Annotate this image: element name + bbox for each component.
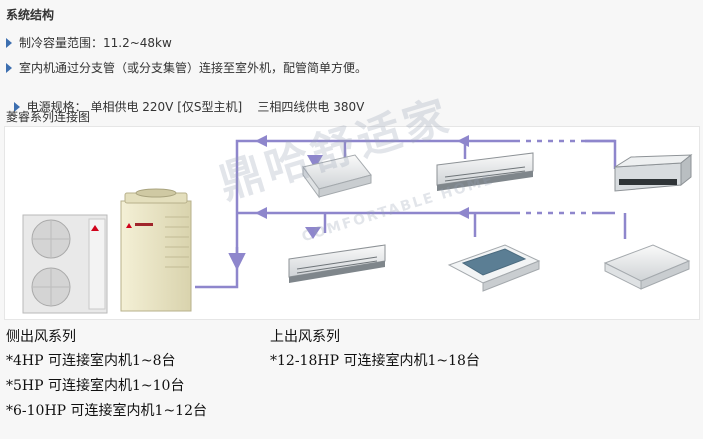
- indoor-unit-ceiling-1: [614, 153, 693, 192]
- bullet-text: 室内机通过分支管（或分支集管）连接至室外机，配管简单方便。: [19, 61, 368, 75]
- diagram-graphic: [22, 135, 693, 314]
- indoor-unit-cassette-1: [302, 154, 372, 199]
- refrigerant-pipes: [195, 139, 627, 289]
- indoor-unit-duct-1: [436, 152, 534, 191]
- pipe-dash: [520, 139, 595, 215]
- outdoor-unit-side-discharge: [22, 214, 108, 314]
- bullet-arrow-icon: [6, 63, 12, 73]
- top-series-title: 上出风系列: [270, 329, 340, 345]
- side-series-line: *5HP 可连接室内机1~10台: [6, 378, 185, 394]
- top-series-line: *12-18HP 可连接室内机1~18台: [270, 353, 480, 369]
- bullet-arrow-icon: [6, 38, 12, 48]
- indoor-unit-cassette-2: [447, 244, 541, 292]
- section-title: 系统结构: [6, 8, 55, 22]
- bullet-power: 电源规格： 单相供电 220V [仅S型主机] 三相四线供电 380V: [6, 84, 364, 115]
- diagram-title: 菱睿系列连接图: [6, 110, 91, 124]
- side-series-line: *4HP 可连接室内机1~8台: [6, 353, 176, 369]
- bullet-text: 制冷容量范围：11.2~48kw: [19, 36, 172, 50]
- connection-diagram: [4, 126, 700, 320]
- pipe-arrows: [255, 135, 469, 239]
- indoor-unit-cassette-3: [603, 244, 691, 290]
- outdoor-unit-top-discharge: [120, 188, 192, 312]
- bullet-arrow-icon: [13, 102, 20, 112]
- bullet-capacity: 制冷容量范围：11.2~48kw: [6, 34, 172, 51]
- bullet-piping: 室内机通过分支管（或分支集管）连接至室外机，配管简单方便。: [6, 59, 367, 76]
- bullet-text: 电源规格： 单相供电 220V [仅S型主机] 三相四线供电 380V: [26, 100, 365, 114]
- side-series-line: *6-10HP 可连接室内机1~12台: [6, 403, 207, 419]
- side-series-title: 侧出风系列: [6, 329, 76, 345]
- indoor-unit-duct-2: [288, 244, 386, 283]
